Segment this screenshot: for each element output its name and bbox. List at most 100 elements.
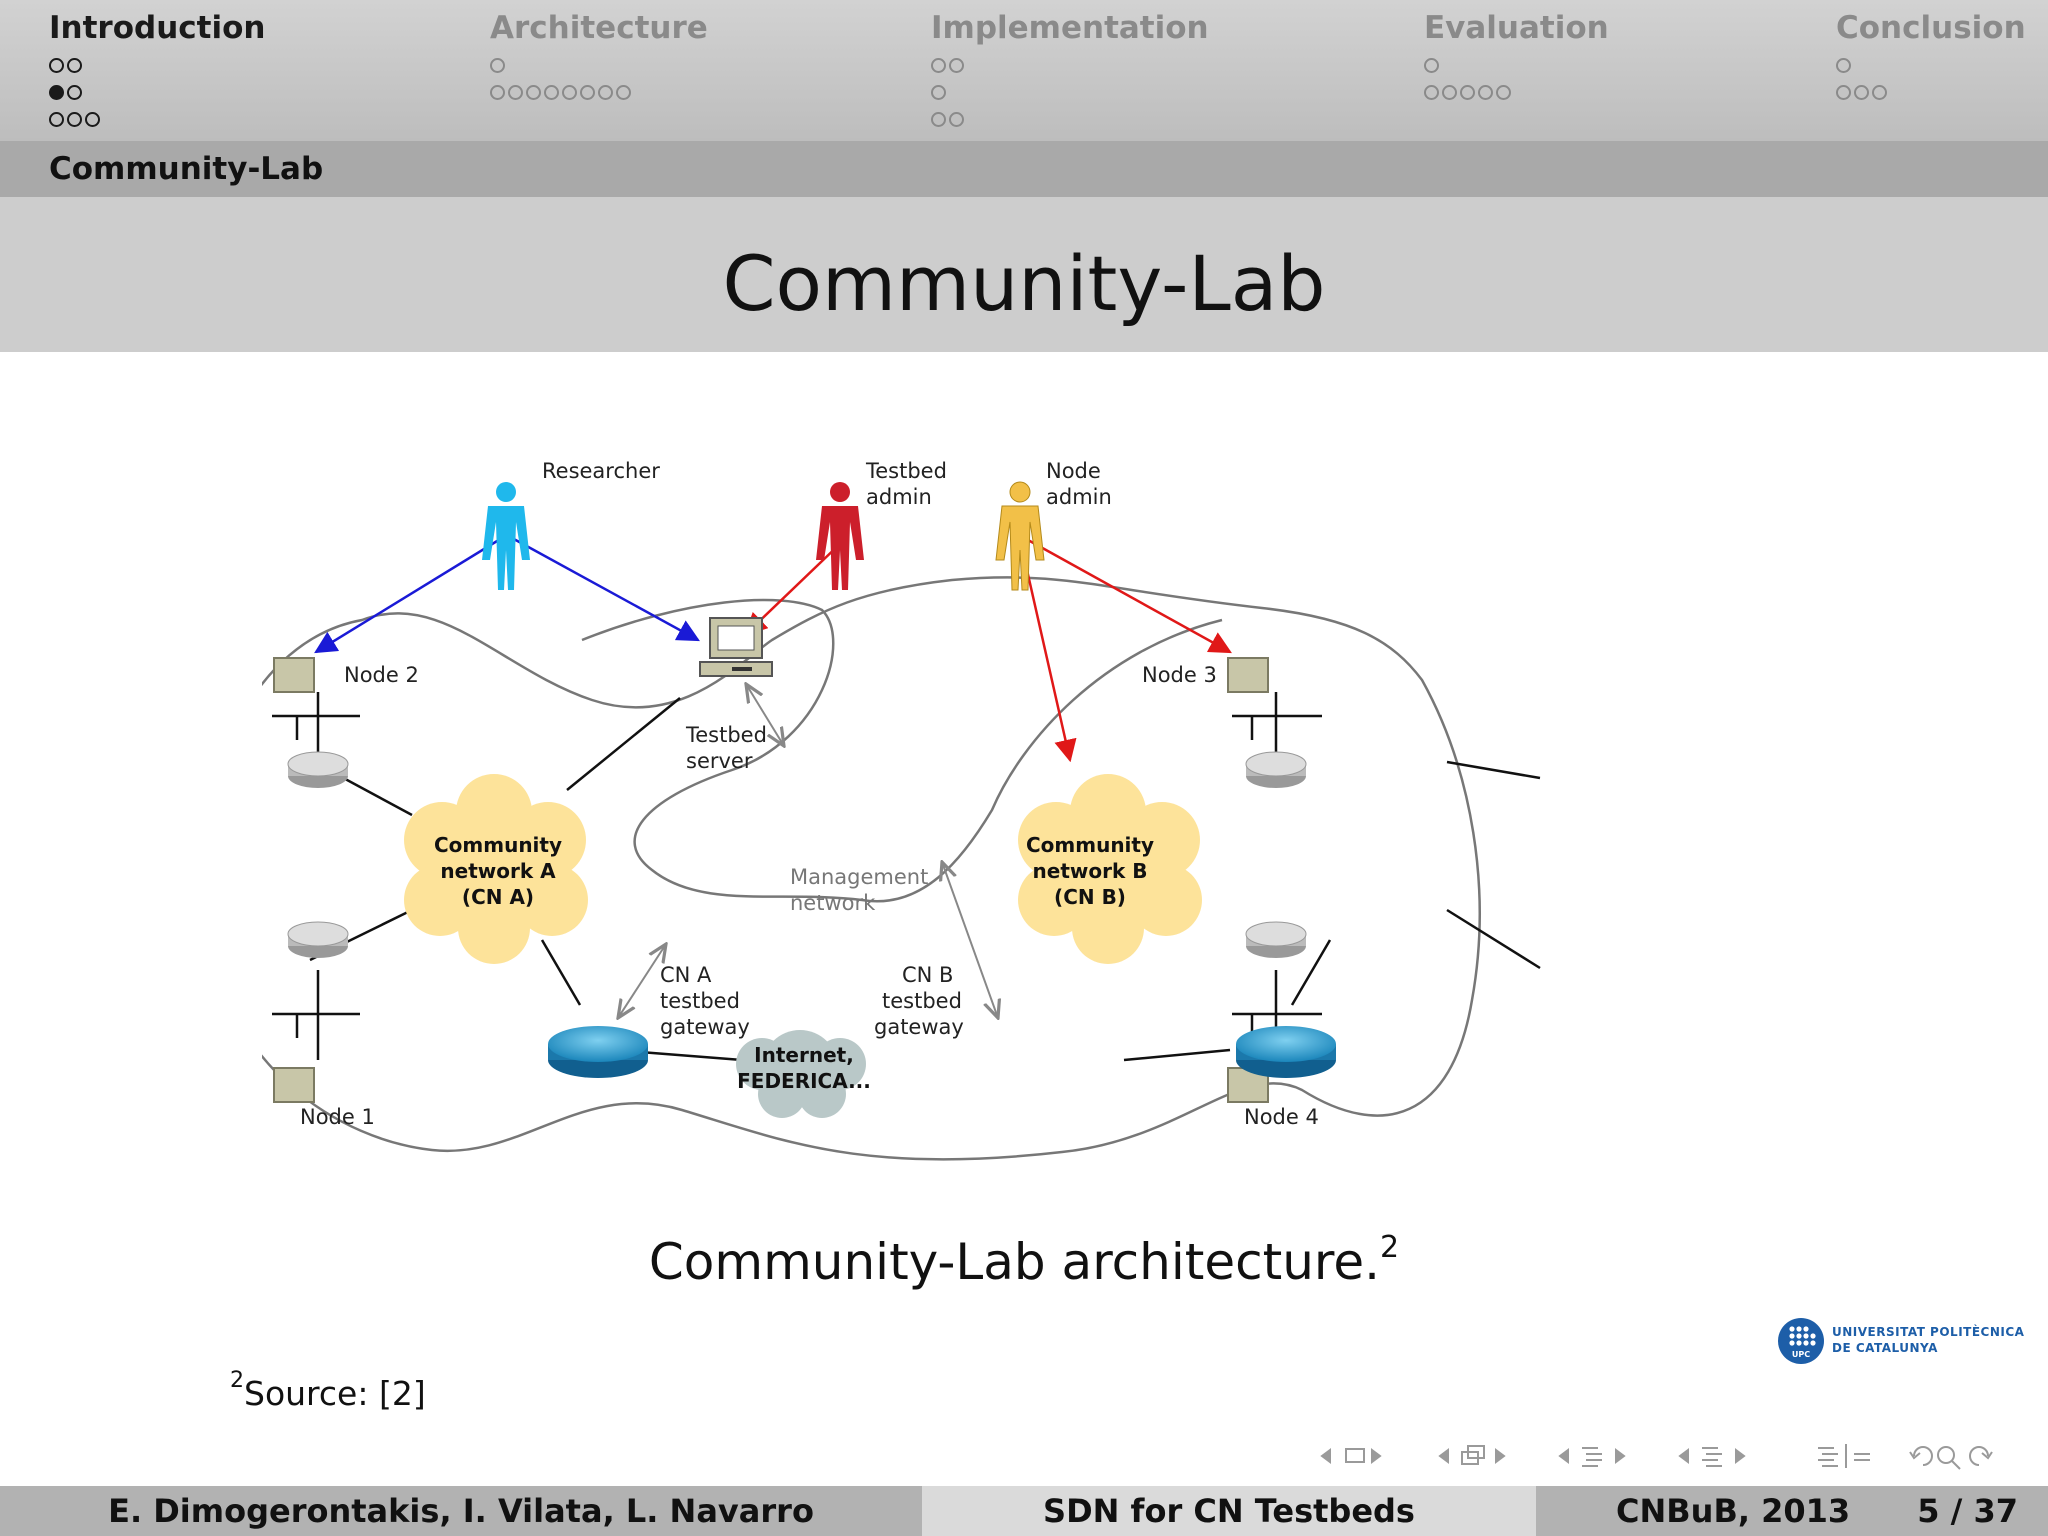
prev-frame-icon [1320, 1448, 1331, 1464]
label-mgmt-1: Management [790, 865, 928, 889]
nav-section-control[interactable] [1558, 1447, 1626, 1467]
nav-section-conclusion[interactable]: Conclusion [1836, 10, 2026, 106]
gateways-blue [548, 1026, 1336, 1078]
frame-dot[interactable] [931, 58, 946, 73]
label-testbed-admin-2: admin [866, 485, 932, 509]
architecture-diagram: Researcher Testbed admin Node admin Node… [262, 459, 1541, 1161]
nav-dots [931, 52, 1209, 133]
footer-authors[interactable]: E. Dimogerontakis, I. Vilata, L. Navarro [0, 1486, 922, 1536]
nav-document-control[interactable] [1678, 1447, 1746, 1467]
nav-section-title[interactable]: Conclusion [1836, 10, 2026, 46]
label-gwa-1: CN A [660, 963, 712, 987]
researcher-to-node2-arrow [314, 536, 503, 654]
nav-section-title[interactable]: Architecture [490, 10, 708, 46]
frame-dot[interactable] [562, 85, 577, 100]
nodeadmin-to-node3-arrow [1027, 538, 1232, 654]
svg-text:UPC: UPC [1792, 1350, 1810, 1359]
next-frame-icon [1371, 1448, 1382, 1464]
nav-appendix-control[interactable] [1818, 1444, 1870, 1468]
frame-icon [1345, 1448, 1365, 1463]
frame-dot[interactable] [1460, 85, 1475, 100]
frame-dot[interactable] [949, 58, 964, 73]
testbed-admin-figure [816, 482, 864, 590]
frame-dot[interactable] [580, 85, 595, 100]
subsection-bar: Community-Lab [0, 141, 2048, 197]
search-icon [1937, 1446, 1955, 1464]
frame-dot[interactable] [49, 58, 64, 73]
nav-section-title[interactable]: Implementation [931, 10, 1209, 46]
frame-dot[interactable] [67, 58, 82, 73]
frame-dot[interactable] [85, 112, 100, 127]
frame-title: Community-Lab [722, 239, 1326, 328]
frame-dot[interactable] [490, 85, 505, 100]
footer-conference: CNBuB, 2013 [1616, 1492, 1851, 1530]
researcher-to-server-arrow [511, 536, 700, 642]
frame-dot[interactable] [1424, 85, 1439, 100]
beamer-navigation-symbols [1320, 1444, 1993, 1470]
nav-search-control[interactable] [1909, 1446, 1993, 1470]
label-node1: Node 1 [300, 1105, 375, 1129]
footnote-text[interactable]: Source: [2] [244, 1374, 426, 1413]
prev-section-icon [1558, 1448, 1569, 1464]
frame-dot[interactable] [508, 85, 523, 100]
footer-page-number: 5 / 37 [1917, 1492, 2018, 1530]
gwa-mgmt-arrow [618, 944, 666, 1018]
nav-dot-row [49, 52, 265, 79]
frame-dot[interactable] [1442, 85, 1457, 100]
label-internet-1: Internet, [754, 1043, 854, 1067]
frame-dot[interactable] [49, 112, 64, 127]
nav-section-title[interactable]: Introduction [49, 10, 266, 46]
caption-footnote-mark[interactable]: 2 [1380, 1230, 1400, 1265]
management-network-boundary [581, 598, 1223, 903]
label-testbed-server-2: server [686, 749, 753, 773]
nav-section-evaluation[interactable]: Evaluation [1424, 10, 1609, 106]
current-frame-dot[interactable] [49, 85, 64, 100]
nav-dots [1836, 52, 2026, 106]
node2-box [273, 657, 315, 693]
nav-section-introduction[interactable]: Introduction [49, 10, 265, 133]
frame-dot[interactable] [931, 85, 946, 100]
frame-dot[interactable] [1854, 85, 1869, 100]
nav-section-implementation[interactable]: Implementation [931, 10, 1209, 133]
frame-dot[interactable] [1836, 58, 1851, 73]
nav-section-title[interactable]: Evaluation [1424, 10, 1609, 46]
frame-dot[interactable] [1836, 85, 1851, 100]
footer-title[interactable]: SDN for CN Testbeds [922, 1486, 1536, 1536]
nav-dot-row [490, 79, 708, 106]
frame-dot[interactable] [931, 112, 946, 127]
frame-dot[interactable] [1478, 85, 1493, 100]
frame-dot[interactable] [598, 85, 613, 100]
node3-box [1227, 657, 1269, 693]
gwb-mgmt-arrow [942, 862, 998, 1018]
frame-dot[interactable] [67, 85, 82, 100]
testbed-boundary [262, 576, 1481, 1161]
frame-dot[interactable] [544, 85, 559, 100]
nav-dot-row [1836, 52, 2026, 79]
label-gwa-3: gateway [660, 1015, 750, 1039]
label-internet-2: FEDERICA... [737, 1069, 871, 1093]
nav-dot-row [49, 106, 265, 133]
nav-subsection-control[interactable] [1438, 1445, 1506, 1465]
frame-dot[interactable] [949, 112, 964, 127]
subsection-label[interactable]: Community-Lab [49, 151, 324, 187]
label-cnb-2: network B [1033, 859, 1148, 883]
undo-icon [1913, 1446, 1933, 1466]
cloud-cn-b [1018, 774, 1202, 964]
label-testbed-admin-1: Testbed [865, 459, 947, 483]
frame-dot[interactable] [1496, 85, 1511, 100]
label-node3: Node 3 [1142, 663, 1217, 687]
frame-title-bar: Community-Lab [0, 197, 2048, 352]
cloud-cn-a [404, 774, 588, 964]
redo-icon [1969, 1446, 1989, 1466]
frame-dot[interactable] [67, 112, 82, 127]
researcher-figure [482, 482, 530, 590]
frame-dot[interactable] [616, 85, 631, 100]
frame-dot[interactable] [1872, 85, 1887, 100]
frame-dot[interactable] [1424, 58, 1439, 73]
nav-frame-control[interactable] [1320, 1448, 1382, 1464]
frame-dot[interactable] [490, 58, 505, 73]
nav-section-architecture[interactable]: Architecture [490, 10, 708, 106]
frame-dot[interactable] [526, 85, 541, 100]
nodeadmin-to-cnb-arrow [1020, 547, 1077, 763]
label-gwb-3: gateway [874, 1015, 964, 1039]
